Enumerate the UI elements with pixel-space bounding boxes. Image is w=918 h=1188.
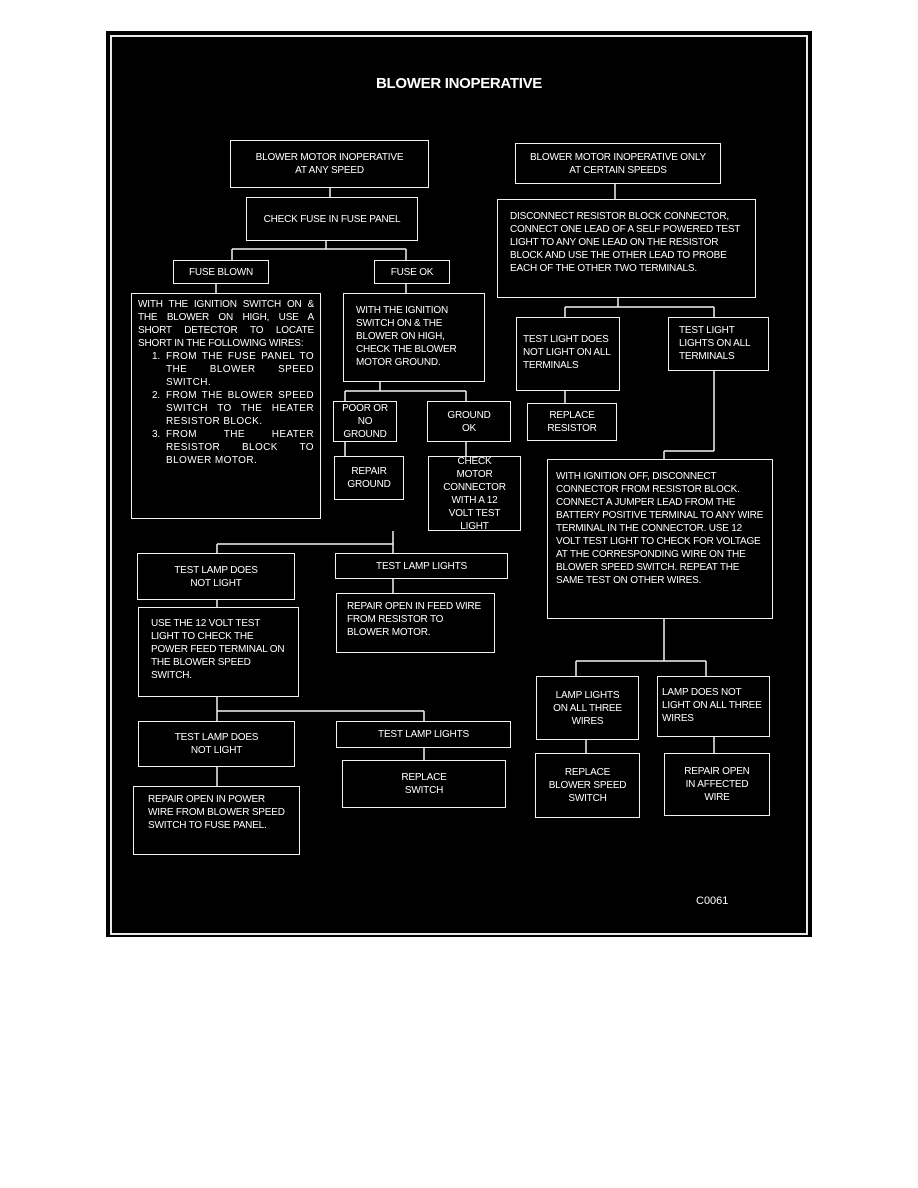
node-start-any-speed: BLOWER MOTOR INOPERATIVE AT ANY SPEED [230,140,429,188]
node-test-lamp-lights-1: TEST LAMP LIGHTS [335,553,508,579]
node-fuse-blown: FUSE BLOWN [173,260,269,284]
node-poor-ground: POOR OR NO GROUND [333,401,397,442]
figure-code: C0061 [696,895,729,907]
node-fuse-ok: FUSE OK [374,260,450,284]
diagram-border [110,35,808,935]
diagram-title: BLOWER INOPERATIVE [376,75,542,92]
diagram-panel: BLOWER INOPERATIVE BLOWER MOTOR INOPERAT… [106,31,812,937]
node-start-certain-speeds: BLOWER MOTOR INOPERATIVE ONLY AT CERTAIN… [515,143,721,184]
short-detector-steps: 1.FROM THE FUSE PANEL TO THE BLOWER SPEE… [138,350,314,467]
node-replace-blower-speed-switch: REPLACE BLOWER SPEED SWITCH [535,753,640,818]
short-step: 3.FROM THE HEATER RESISTOR BLOCK TO BLOW… [152,429,314,466]
node-lamp-lights-all-three: LAMP LIGHTS ON ALL THREE WIRES [536,676,639,740]
node-lamp-not-all-three: LAMP DOES NOT LIGHT ON ALL THREE WIRES [657,676,770,737]
node-check-power-feed: USE THE 12 VOLT TEST LIGHT TO CHECK THE … [138,607,299,697]
node-test-lamp-lights-2: TEST LAMP LIGHTS [336,721,511,748]
short-step: 1.FROM THE FUSE PANEL TO THE BLOWER SPEE… [152,351,314,388]
node-jumper-test: WITH IGNITION OFF, DISCONNECT CONNECTOR … [547,459,773,619]
short-step: 2.FROM THE BLOWER SPEED SWITCH TO THE HE… [152,390,314,427]
node-repair-ground: REPAIR GROUND [334,456,404,500]
node-repair-feed-wire: REPAIR OPEN IN FEED WIRE FROM RESISTOR T… [336,593,495,653]
node-ground-ok: GROUND OK [427,401,511,442]
node-replace-switch: REPLACE SWITCH [342,760,506,808]
node-light-all-terminals: TEST LIGHT LIGHTS ON ALL TERMINALS [668,317,769,371]
connector-lines [215,184,715,786]
node-repair-affected-wire: REPAIR OPEN IN AFFECTED WIRE [664,753,770,816]
node-disconnect-resistor: DISCONNECT RESISTOR BLOCK CONNECTOR, CON… [497,199,756,298]
node-check-fuse: CHECK FUSE IN FUSE PANEL [246,197,418,241]
node-test-lamp-not-light-1: TEST LAMP DOES NOT LIGHT [137,553,295,600]
node-short-detector: WITH THE IGNITION SWITCH ON & THE BLOWER… [131,293,321,519]
node-replace-resistor: REPLACE RESISTOR [527,403,617,441]
node-test-lamp-not-light-2: TEST LAMP DOES NOT LIGHT [138,721,295,767]
node-light-not-all-terminals: TEST LIGHT DOES NOT LIGHT ON ALL TERMINA… [516,317,620,391]
node-repair-power-wire: REPAIR OPEN IN POWER WIRE FROM BLOWER SP… [133,786,300,855]
node-check-motor-connector: CHECK MOTOR CONNECTOR WITH A 12 VOLT TES… [428,456,521,532]
short-detector-intro: WITH THE IGNITION SWITCH ON & THE BLOWER… [138,299,314,349]
node-check-ground: WITH THE IGNITION SWITCH ON & THE BLOWER… [343,293,485,382]
